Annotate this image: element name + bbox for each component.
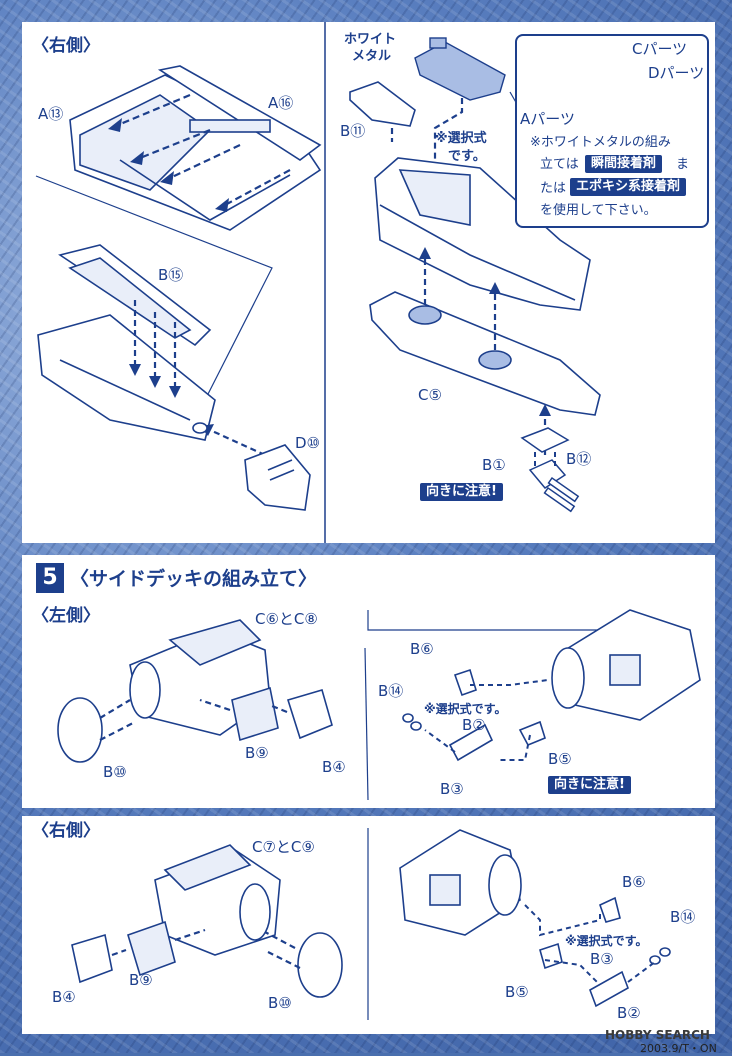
note-line2-post: ま [676, 157, 690, 172]
label-c7-c9: C⑦とC⑨ [252, 838, 315, 856]
label-c6-c8: C⑥とC⑧ [255, 610, 318, 628]
label-b5-left: B⑤ [548, 750, 572, 768]
note-line2-pre: 立ては [540, 157, 579, 172]
label-b15: B⑮ [158, 266, 184, 284]
label-b12: B⑫ [566, 450, 592, 468]
label-white-metal-2: メタル [352, 49, 392, 64]
note-line4: を使用して下さい。 [540, 203, 657, 218]
step5-title: 〈サイドデッキの組み立て〉 [70, 568, 318, 590]
note-line3-pre: たは [540, 181, 567, 196]
label-b4-right: B④ [52, 988, 76, 1006]
label-b10-left: B⑩ [103, 763, 127, 781]
step-number: 5 [36, 563, 64, 593]
label-selectable-right: ※選択式です。 [565, 934, 648, 948]
watermark: HOBBY SEARCH [605, 1028, 710, 1042]
label-d10: D⑩ [295, 434, 320, 452]
label-b10-right: B⑩ [268, 994, 292, 1012]
label-b6-left: B⑥ [410, 640, 434, 658]
label-white-metal-1: ホワイト [344, 32, 397, 47]
label-selectable: ※選択式 [435, 131, 487, 146]
label-b14-right: B⑭ [670, 908, 696, 926]
label-a-parts: Aパーツ [520, 110, 575, 128]
label-b9-right: B⑨ [129, 971, 153, 989]
label-a13: A⑬ [38, 105, 64, 123]
label-b2-left: B② [462, 716, 486, 734]
step4-right-side-heading: 〈右側〉 [32, 36, 100, 56]
label-b5-right: B⑤ [505, 983, 529, 1001]
label-desu: です。 [448, 149, 486, 164]
label-b9-left: B⑨ [245, 744, 269, 762]
step5-right-heading: 〈右側〉 [32, 821, 100, 841]
label-b4-left: B④ [322, 758, 346, 776]
orientation-warning-tag: 向きに注意! [420, 483, 503, 502]
label-b2-right: B② [617, 1004, 641, 1022]
label-b6-right: B⑥ [622, 873, 646, 891]
label-c5: C⑤ [418, 386, 442, 404]
orientation-warning-tag-step5: 向きに注意! [548, 776, 631, 795]
label-b11: B⑪ [340, 122, 366, 140]
copyright: 2003.9/T・ON [640, 1042, 717, 1055]
label-b3-right: B③ [590, 950, 614, 968]
step5-left-heading: 〈左側〉 [32, 606, 100, 626]
label-selectable-left: ※選択式です。 [424, 702, 507, 716]
label-a16: A⑯ [268, 94, 294, 112]
label-d-parts: Dパーツ [648, 64, 705, 82]
label-b14-left: B⑭ [378, 682, 404, 700]
label-b3-left: B③ [440, 780, 464, 798]
label-b1: B① [482, 456, 506, 474]
note-line1: ※ホワイトメタルの組み [530, 135, 671, 150]
glue-tag-epoxy: エポキシ系接着剤 [570, 178, 687, 197]
glue-tag-instant: 瞬間接着剤 [585, 155, 663, 174]
label-c-parts: Cパーツ [632, 40, 688, 58]
